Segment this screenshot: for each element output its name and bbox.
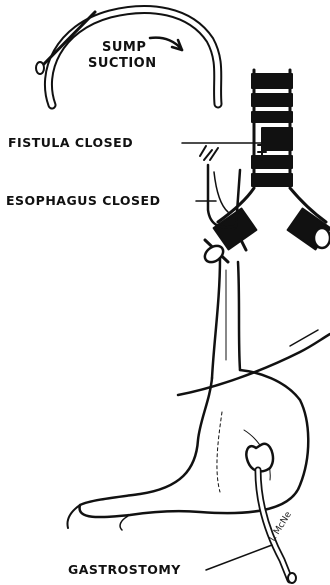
diaphragm	[178, 334, 330, 395]
esophagus-closed-label: ESOPHAGUS CLOSED	[6, 193, 160, 208]
sump-label-line2: SUCTION	[88, 56, 157, 72]
sump-suction-label: SUMP SUCTION	[88, 40, 157, 72]
gastrostomy-leader-line	[206, 545, 272, 570]
trachea	[252, 70, 292, 186]
sump-label-line1: SUMP	[88, 40, 157, 56]
fistula-closed-label: FISTULA CLOSED	[8, 135, 133, 150]
gastrostomy-label: GASTROSTOMY	[68, 562, 181, 577]
esophagus-lower	[212, 258, 240, 378]
